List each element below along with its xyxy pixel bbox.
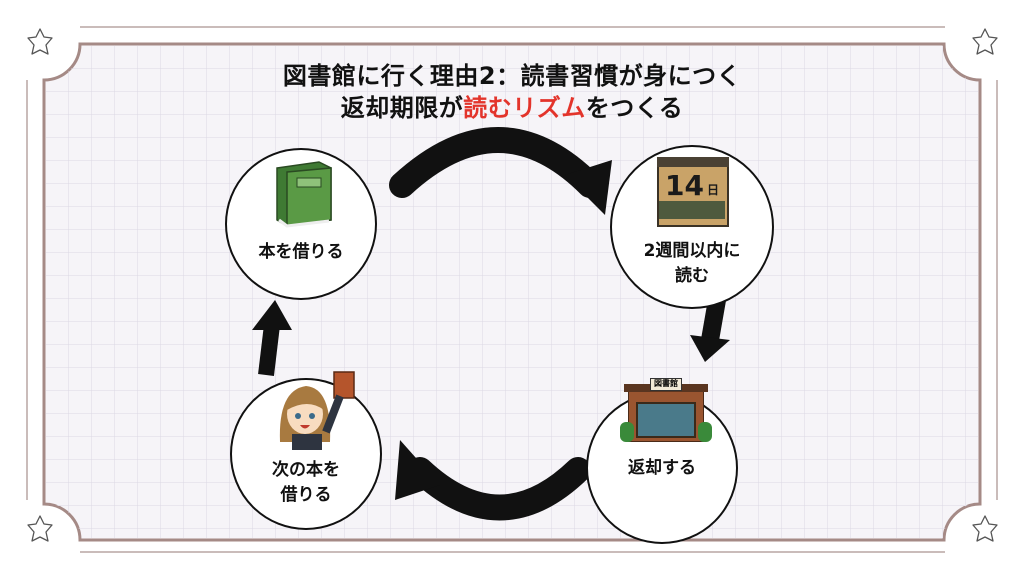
calendar-number: 14 (665, 169, 704, 202)
step-read-within-2-weeks: 14 日 2週間以内に 読む (610, 145, 774, 309)
step-label-line-1: 2週間以内に (643, 241, 741, 261)
title-highlight: 読むリズム (463, 94, 586, 122)
step-label: 本を借りる (258, 242, 344, 262)
title-line-2: 返却期限が読むリズムをつくる (0, 88, 1024, 123)
step-label: 返却する (628, 458, 696, 478)
cycle-arrows (252, 127, 730, 521)
step-borrow-next-book: 次の本を 借りる (230, 371, 382, 530)
library-building-icon: 図書館 (620, 378, 712, 444)
girl-holding-book-icon (279, 371, 355, 450)
step-borrow-book: 本を借りる (225, 148, 377, 300)
library-sign: 図書館 (650, 378, 682, 391)
green-book-icon (276, 161, 332, 228)
step-label-line-1: 次の本を (272, 460, 340, 480)
step-label-line-2: 借りる (280, 485, 332, 505)
step-return-book: 図書館 返却する (586, 378, 738, 544)
step-label-line-2: 読む (675, 266, 709, 286)
title-prefix: 返却期限が (340, 94, 464, 122)
calendar-unit: 日 (707, 183, 720, 197)
title-suffix: をつくる (585, 94, 684, 122)
calendar-icon: 14 日 (657, 151, 729, 229)
star-icons (27, 28, 998, 542)
title-line-1: 図書館に行く理由2：読書習慣が身につく (282, 62, 742, 90)
